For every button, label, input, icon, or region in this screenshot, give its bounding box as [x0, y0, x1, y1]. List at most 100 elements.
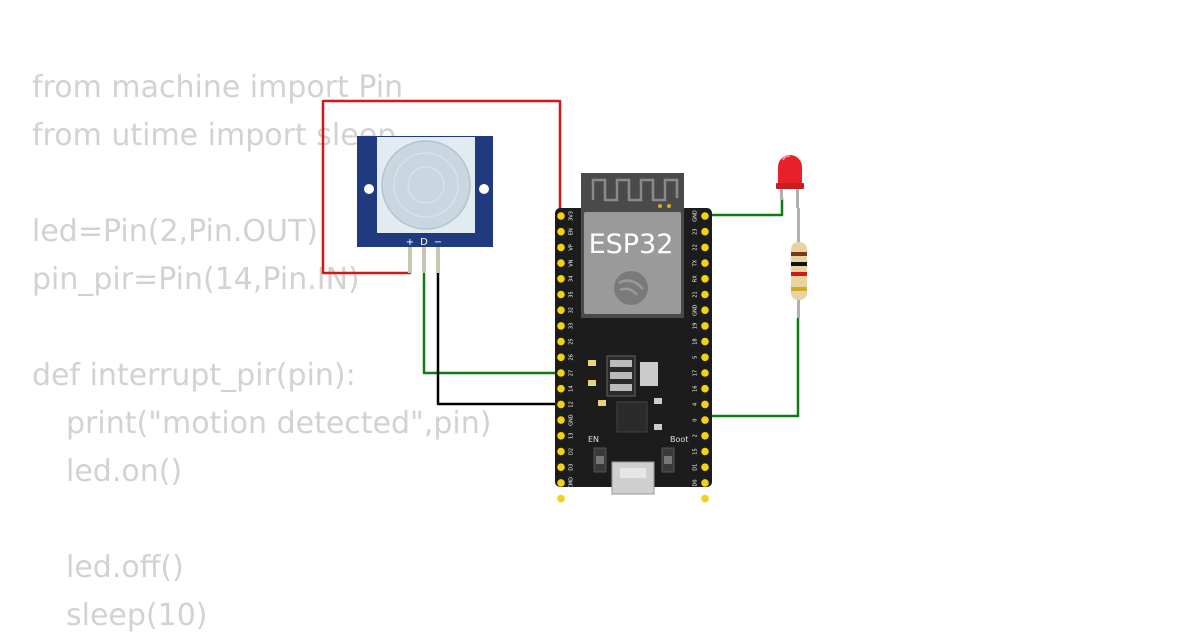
code-line: pin_pir=Pin(14,Pin.IN)	[32, 262, 360, 297]
code-line: led.on()	[66, 454, 183, 489]
esp32-pin-label: 14	[569, 386, 575, 392]
esp32-pin-right[interactable]	[701, 337, 709, 346]
esp32-pin-label: 0	[693, 419, 699, 422]
esp32-pin-label: 17	[693, 370, 699, 376]
esp32-pin-label: CLK	[693, 493, 699, 503]
esp32-pin-left[interactable]	[557, 447, 565, 456]
esp32-pin-right[interactable]	[701, 400, 709, 409]
esp32-pin-label: 33	[569, 323, 575, 329]
esp32-pin-label: 5V	[569, 495, 575, 502]
esp32-pin-label: 5	[693, 356, 699, 359]
esp32-pin-label: 27	[569, 370, 575, 376]
esp32-shield	[584, 212, 681, 314]
esp32-pin-label: TX	[693, 259, 699, 267]
code-line: sleep(10)	[66, 598, 208, 633]
esp32-pin-label: 16	[693, 386, 699, 392]
esp32-pin-left[interactable]	[557, 227, 565, 236]
esp32-pin-right[interactable]	[701, 306, 709, 315]
esp32-pin-left[interactable]	[557, 290, 565, 299]
en-label: EN	[588, 435, 599, 444]
esp32-pin-right[interactable]	[701, 322, 709, 330]
esp32-pin-label: RX	[693, 275, 699, 282]
esp32-pin-label: 18	[693, 338, 699, 344]
esp32-pin-label: VP	[569, 244, 575, 250]
esp32-pin-left[interactable]	[557, 337, 565, 346]
led-anode-leg	[796, 182, 799, 208]
pir-pin-data[interactable]	[422, 247, 426, 273]
resistor-body	[791, 242, 807, 300]
esp32-pin-label: GND	[693, 304, 699, 316]
esp32-pin-left[interactable]	[557, 384, 565, 393]
esp32-pin-left[interactable]	[557, 212, 565, 220]
esp32-pin-label: 15	[693, 448, 699, 454]
esp32-pin-right[interactable]	[701, 416, 709, 424]
code-line: led.off()	[66, 550, 184, 585]
code-line: from utime import sleep	[32, 118, 397, 153]
esp32-pin-left[interactable]	[557, 322, 565, 330]
esp32-pin-right[interactable]	[701, 243, 709, 252]
code-line: led=Pin(2,Pin.OUT)	[32, 214, 318, 249]
pir-sensor[interactable]: + D −	[357, 136, 493, 273]
pir-mount-hole	[364, 184, 374, 194]
resistor[interactable]	[791, 208, 807, 318]
esp32-pin-headers: 3V3ENVPVN343532332526271412GND13D2D3CMD5…	[557, 210, 709, 503]
resistor-band-2	[791, 262, 807, 266]
esp32-pin-left[interactable]	[557, 353, 565, 362]
esp32-pin-left[interactable]	[557, 306, 565, 315]
esp32-pin-left[interactable]	[557, 416, 565, 424]
esp32-pin-right[interactable]	[701, 369, 709, 377]
esp32-pin-left[interactable]	[557, 369, 565, 377]
esp32-pin-right[interactable]	[701, 384, 709, 393]
esp32-pin-label: 25	[569, 338, 575, 344]
pir-pin-gnd[interactable]	[436, 247, 440, 273]
esp32-pin-right[interactable]	[701, 494, 709, 503]
esp32-pin-left[interactable]	[557, 494, 565, 503]
chip-label: ESP32	[589, 229, 674, 260]
led[interactable]	[776, 154, 804, 208]
pir-pin-vcc-label: +	[406, 237, 414, 248]
code-line: from machine import Pin	[32, 70, 404, 105]
esp32-pin-label: 12	[569, 401, 575, 407]
pir-pin-gnd-label: −	[434, 237, 442, 248]
wire-led-gpio2[interactable]	[706, 318, 800, 418]
code-editor: from machine import Pin from utime import…	[32, 64, 491, 640]
wire-ground[interactable]	[436, 250, 560, 406]
esp32-pin-right[interactable]	[701, 275, 709, 283]
esp32-pin-label: D1	[693, 464, 699, 471]
esp32-pin-label: EN	[569, 228, 575, 235]
esp32-pin-left[interactable]	[557, 479, 565, 487]
esp32-pin-right[interactable]	[701, 463, 709, 472]
led-cathode-leg	[780, 182, 783, 200]
esp32-pin-label: D0	[693, 479, 699, 486]
esp32-pin-label: 35	[569, 291, 575, 297]
esp32-pin-label: D2	[569, 448, 575, 455]
code-line: def interrupt_pir(pin):	[32, 358, 356, 393]
esp32-pin-right[interactable]	[701, 432, 709, 440]
esp32-pin-right[interactable]	[701, 479, 709, 487]
wire-led-gnd[interactable]	[706, 198, 784, 217]
esp32-pin-right[interactable]	[701, 353, 709, 362]
micro-usb-port[interactable]	[611, 461, 655, 495]
esp32-pin-label: 3V3	[569, 211, 575, 221]
boot-label: Boot	[670, 435, 688, 444]
esp32-pin-left[interactable]	[557, 243, 565, 252]
esp32-pin-left[interactable]	[557, 463, 565, 472]
esp32-pin-label: 23	[693, 229, 699, 235]
esp32-pin-right[interactable]	[701, 290, 709, 299]
esp32-pin-left[interactable]	[557, 275, 565, 283]
resistor-band-1	[791, 252, 807, 256]
esp32-pin-right[interactable]	[701, 212, 709, 220]
esp32-board[interactable]: ESP32 EN Boot 3V3ENVPVN34353233252627141…	[555, 173, 712, 503]
esp32-pin-left[interactable]	[557, 259, 565, 267]
wire-signal[interactable]	[422, 250, 560, 375]
pir-pin-vcc[interactable]	[408, 247, 412, 273]
esp32-pin-left[interactable]	[557, 432, 565, 440]
esp32-pin-right[interactable]	[701, 447, 709, 456]
esp32-pin-right[interactable]	[701, 227, 709, 236]
resistor-band-4	[791, 287, 807, 291]
resistor-band-3	[791, 272, 807, 276]
esp32-pin-right[interactable]	[701, 259, 709, 267]
esp32-pin-left[interactable]	[557, 400, 565, 409]
esp32-pin-label: 19	[693, 323, 699, 329]
